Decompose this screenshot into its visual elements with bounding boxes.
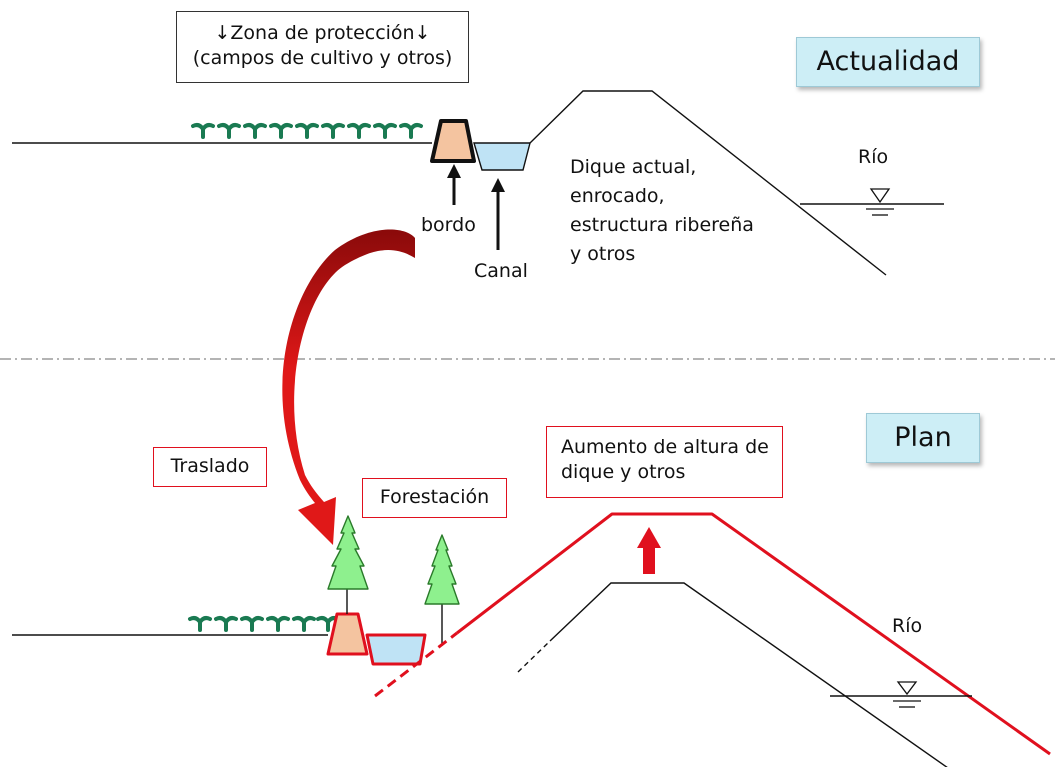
crops-current [191,123,423,139]
water-symbol-plan [893,681,921,708]
water-symbol-current [866,188,894,216]
protection-zone-box: ↓Zona de protección↓ (campos de cultivo … [176,11,469,83]
current-section [12,90,944,276]
dike-raise-line: Aumento de altura de [561,436,769,458]
raise-arrow [637,527,661,574]
dike-desc-line: y otros [570,243,636,265]
river-label-current: Río [858,146,889,168]
dike-raise-label: Aumento de altura de dique y otros [546,426,783,498]
plan-section [12,512,1051,767]
tree-left [327,515,369,614]
bordo-arrow [447,164,461,205]
dike-desc-line: Dique actual, [570,156,697,178]
bordo-label: bordo [421,214,476,236]
protection-zone-subtitle: (campos de cultivo y otros) [192,47,453,69]
dike-raise-line: dique y otros [561,461,686,483]
crops-plan [188,616,340,632]
dike-profile-current [529,90,887,276]
protection-zone-title: ↓Zona de protección↓ [214,22,431,44]
existing-dike-dashed [517,640,551,673]
levee-bank-current [430,119,476,163]
canal-plan [365,633,427,666]
badge-current: Actualidad [796,37,980,87]
canal-arrow [491,178,505,250]
badge-plan: Plan [866,413,980,463]
dike-desc-line: estructura ribereña [570,214,754,236]
canal-current [473,142,531,171]
existing-dike-plan [549,582,948,767]
raised-dike-plan [456,512,1051,756]
canal-label: Canal [474,260,528,282]
river-label-plan: Río [892,615,923,637]
levee-bank-plan [326,612,369,656]
tree-right [424,534,460,646]
raised-dike-dashed [374,631,458,698]
relocation-label: Traslado [153,447,267,487]
dike-description: Dique actual, enrocado, estructura riber… [570,153,754,269]
forestation-label: Forestación [362,478,507,518]
dike-desc-line: enrocado, [570,185,665,207]
